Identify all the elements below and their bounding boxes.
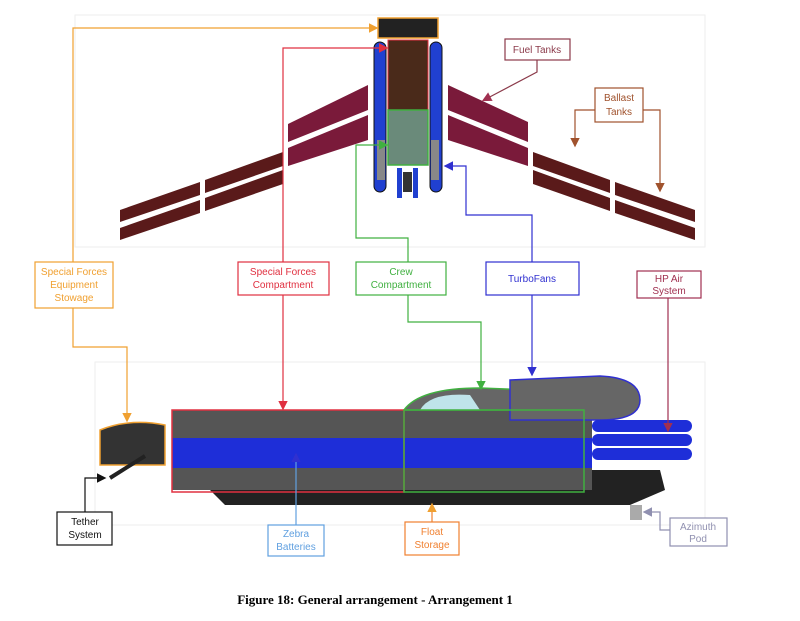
label-text: Special Forces [41, 267, 107, 278]
label-turbofans: TurboFans [485, 261, 580, 296]
left-wing [120, 85, 368, 240]
label-fuel-tanks: Fuel Tanks [504, 38, 571, 61]
label-text: System [68, 530, 101, 541]
label-crew-compartment: Crew Compartment [355, 261, 447, 296]
label-sf-equipment-stowage: Special Forces Equipment Stowage [34, 261, 114, 309]
label-text: Tanks [606, 107, 632, 118]
label-text: Compartment [253, 280, 314, 291]
label-hp-air-system: HP Air System [636, 270, 702, 299]
label-text: Storage [414, 540, 449, 551]
label-text: Pod [689, 534, 707, 545]
label-ballast-tanks: Ballast Tanks [594, 87, 644, 123]
label-text: Zebra [283, 529, 310, 540]
label-text: Equipment [50, 280, 98, 291]
label-text: Stowage [55, 293, 94, 304]
label-text: Crew [389, 267, 413, 278]
label-text: Tether [71, 517, 99, 528]
top-equipment-stowage [377, 17, 439, 39]
figure-caption: Figure 18: General arrangement - Arrange… [237, 592, 513, 607]
label-text: Azimuth [680, 522, 716, 533]
side-crew-compartment-outline [403, 409, 585, 493]
label-text: Ballast [604, 93, 634, 104]
label-zebra-batteries: Zebra Batteries [267, 524, 325, 557]
label-text: System [652, 286, 685, 297]
label-text: TurboFans [508, 274, 556, 285]
label-text: HP Air [655, 274, 684, 285]
top-crew-compartment [387, 109, 429, 166]
label-text: Compartment [371, 280, 432, 291]
label-text: Special Forces [250, 267, 316, 278]
label-text: Float [421, 527, 443, 538]
label-tether-system: Tether System [56, 511, 113, 546]
top-view [120, 17, 695, 240]
top-sf-compartment [387, 39, 429, 111]
label-text: Batteries [276, 542, 315, 553]
side-view [99, 375, 692, 520]
label-text: Fuel Tanks [513, 45, 561, 56]
label-sf-compartment: Special Forces Compartment [237, 261, 330, 296]
label-azimuth-pod: Azimuth Pod [669, 517, 728, 547]
right-wing [448, 85, 695, 240]
label-float-storage: Float Storage [404, 521, 460, 556]
